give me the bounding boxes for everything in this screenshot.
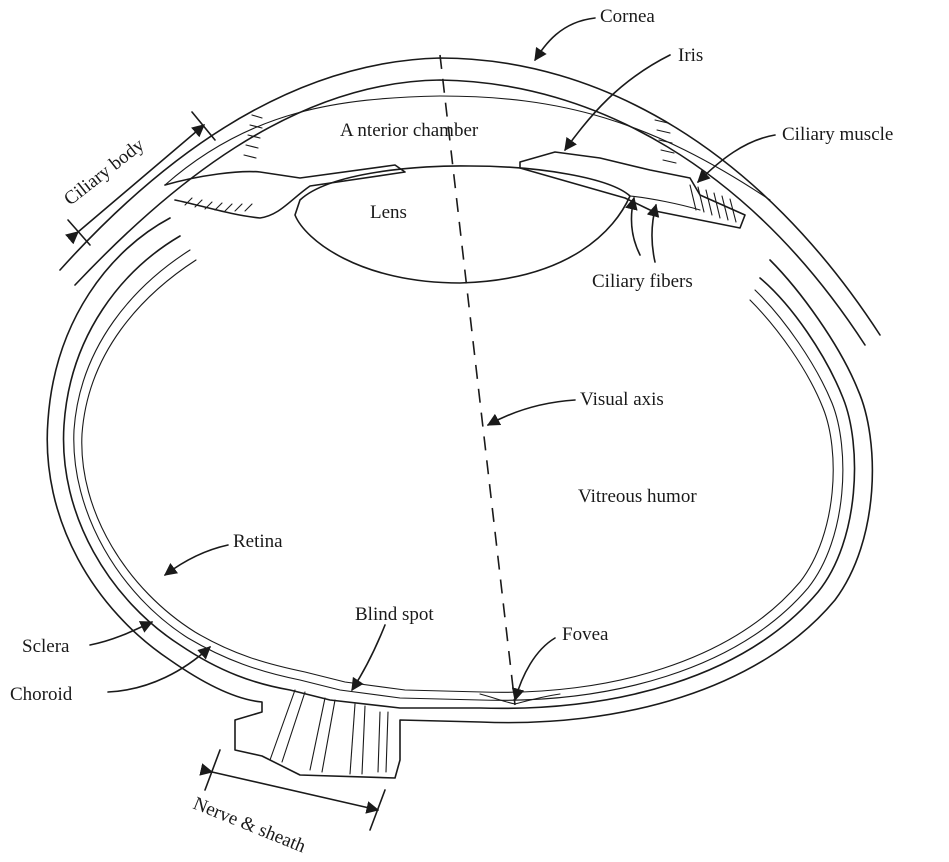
label-anterior-chamber: A nterior chamber	[340, 120, 479, 141]
blind-spot-leader	[352, 625, 385, 690]
lens-shape	[295, 166, 630, 283]
label-fovea: Fovea	[562, 624, 609, 645]
label-vitreous-humor: Vitreous humor	[578, 486, 697, 507]
retina-line	[82, 260, 833, 692]
visual-axis-line	[440, 55, 515, 705]
ciliary-fibers-leader-2	[652, 205, 656, 262]
label-ciliary-fibers: Ciliary fibers	[592, 271, 693, 292]
iris-right	[520, 152, 745, 228]
sclera-inner	[64, 236, 855, 708]
label-ciliary-muscle: Ciliary muscle	[782, 124, 893, 145]
label-retina: Retina	[233, 531, 283, 552]
cornea-leader	[535, 18, 595, 60]
optic-nerve	[270, 690, 388, 774]
ciliary-fibers-leader-1	[632, 198, 640, 255]
label-sclera: Sclera	[22, 636, 70, 657]
ciliary-fibers-line	[630, 196, 700, 210]
label-blind-spot: Blind spot	[355, 604, 434, 625]
cornea-outer	[60, 58, 880, 335]
label-nerve-sheath: Nerve & sheath	[190, 793, 309, 857]
visual-axis-leader	[488, 400, 575, 425]
label-choroid: Choroid	[10, 684, 73, 705]
label-lens: Lens	[370, 202, 407, 223]
label-iris: Iris	[678, 45, 703, 66]
sclera-outer	[47, 218, 872, 778]
sclera-leader	[90, 622, 152, 645]
label-cornea: Cornea	[600, 6, 655, 27]
label-ciliary-body: Ciliary body	[60, 134, 149, 210]
retina-leader	[165, 545, 228, 575]
choroid-line	[74, 250, 843, 700]
label-visual-axis: Visual axis	[580, 389, 664, 410]
